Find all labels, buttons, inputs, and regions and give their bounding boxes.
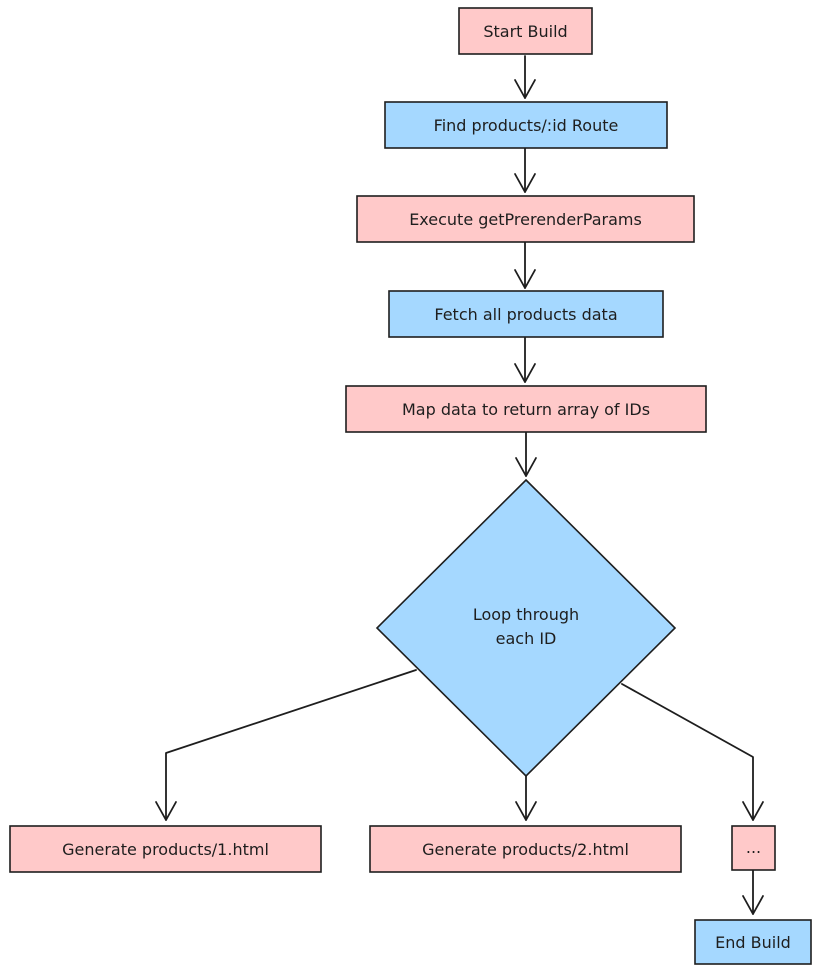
node-loop-decision[interactable]: Loop through each ID: [375, 478, 677, 778]
node-fetch-data[interactable]: Fetch all products data: [388, 290, 664, 338]
node-generate-2[interactable]: Generate products/2.html: [369, 825, 682, 873]
edges: [155, 55, 764, 915]
map-data-label: Map data to return array of IDs: [402, 400, 650, 419]
node-end-build[interactable]: End Build: [694, 919, 812, 965]
start-build-label: Start Build: [483, 22, 567, 41]
node-start-build[interactable]: Start Build: [458, 7, 593, 55]
execute-params-label: Execute getPrerenderParams: [409, 210, 642, 229]
ellipsis-box: [731, 825, 776, 871]
generate-1-box: [9, 825, 322, 873]
node-execute-params[interactable]: Execute getPrerenderParams: [356, 195, 695, 243]
find-route-box: [384, 101, 668, 149]
generate-2-label: Generate products/2.html: [422, 840, 629, 859]
arrowhead-loop-to-ellipsis: [742, 801, 764, 821]
arrowhead-ellipsis-to-end: [742, 895, 764, 915]
arrowhead-execute-to-fetch: [514, 269, 536, 289]
node-ellipsis[interactable]: ...: [731, 825, 776, 871]
edge-loop-to-generate-1: [165, 669, 417, 821]
ellipsis-label: ...: [746, 838, 761, 857]
start-build-box: [458, 7, 593, 55]
fetch-data-label: Fetch all products data: [434, 305, 617, 324]
generate-2-box: [369, 825, 682, 873]
find-route-label: Find products/:id Route: [434, 116, 619, 135]
node-generate-1[interactable]: Generate products/1.html: [9, 825, 322, 873]
node-find-route[interactable]: Find products/:id Route: [384, 101, 668, 149]
node-map-data[interactable]: Map data to return array of IDs: [345, 385, 707, 433]
arrowhead-start-to-find: [514, 79, 536, 99]
map-data-box: [345, 385, 707, 433]
arrowhead-map-to-loop: [515, 457, 537, 477]
loop-decision-label-line2: each ID: [496, 629, 557, 648]
loop-decision-diamond: [375, 478, 677, 778]
arrowhead-loop-to-generate-2: [515, 801, 537, 821]
loop-decision-label-line1: Loop through: [473, 605, 579, 624]
arrowhead-fetch-to-map: [514, 363, 536, 383]
end-build-box: [694, 919, 812, 965]
fetch-data-box: [388, 290, 664, 338]
execute-params-box: [356, 195, 695, 243]
edge-loop-to-ellipsis: [621, 683, 754, 821]
arrowhead-find-to-execute: [514, 173, 536, 193]
generate-1-label: Generate products/1.html: [62, 840, 269, 859]
end-build-label: End Build: [715, 933, 791, 952]
arrowhead-loop-to-generate-1: [155, 801, 177, 821]
